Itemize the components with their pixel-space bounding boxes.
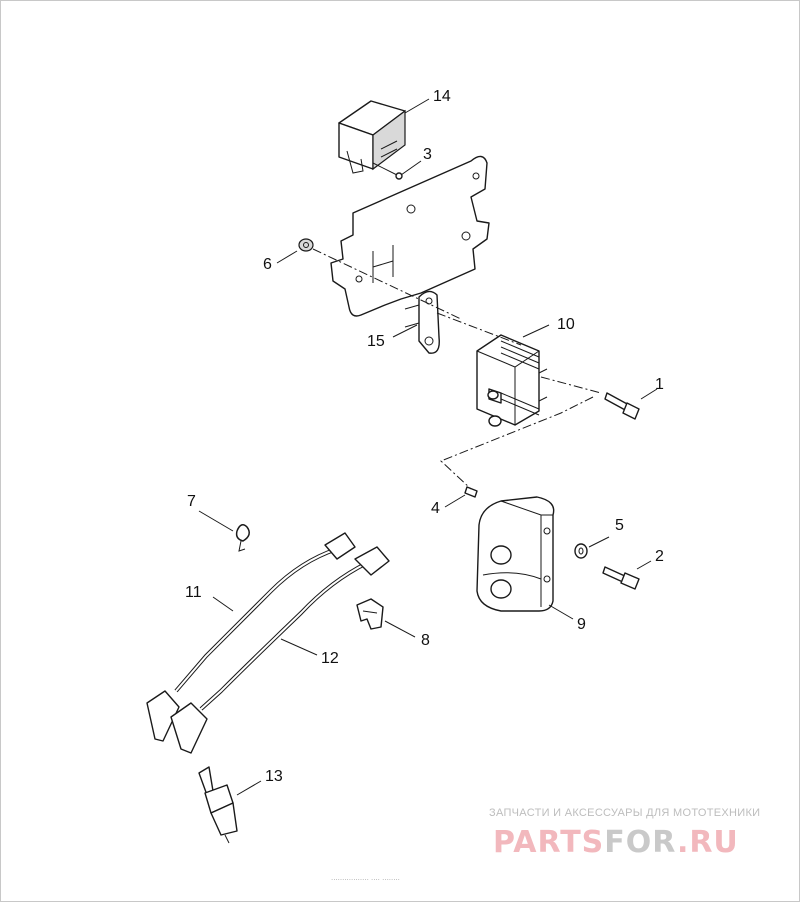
screw-3 (372, 162, 403, 180)
callout-11: 11 (185, 584, 202, 601)
callout-1: 1 (655, 376, 664, 393)
spark-plug-wires (146, 532, 390, 754)
screw-4 (464, 486, 478, 498)
bracket-15 (404, 290, 440, 354)
screw-1 (604, 392, 640, 420)
callout-3: 3 (423, 146, 432, 163)
callout-7: 7 (187, 493, 196, 510)
watermark-brand-part3: .RU (676, 825, 739, 860)
watermark-brand-part1: PARTS (493, 825, 605, 860)
spark-plug-13 (198, 766, 238, 844)
watermark-brand-part2: FOR (604, 825, 677, 860)
leader-lines (198, 98, 658, 796)
callout-6: 6 (263, 256, 272, 273)
nut-6 (298, 238, 314, 252)
footer-reference: ................. .... ........ (331, 873, 400, 882)
watermark-tagline: ЗАПЧАСТИ И АКСЕССУАРЫ ДЛЯ МОТОТЕХНИКИ (489, 807, 761, 819)
washer-5 (574, 543, 588, 559)
mounting-plate (330, 155, 490, 317)
callout-13: 13 (265, 768, 283, 785)
watermark-brand: PARTSFOR.RU (493, 825, 739, 860)
callout-2: 2 (655, 548, 664, 565)
callout-12: 12 (321, 650, 339, 667)
callout-9: 9 (577, 616, 586, 633)
callout-8: 8 (421, 632, 430, 649)
callout-4: 4 (431, 500, 440, 517)
callout-14: 14 (433, 88, 451, 105)
coil-cover-9 (476, 496, 555, 612)
ignition-module (338, 100, 406, 174)
clip-8 (356, 598, 384, 630)
clip-7 (235, 524, 250, 552)
callout-10: 10 (557, 316, 575, 333)
ignition-coil-10 (476, 334, 548, 427)
callout-15: 15 (367, 333, 385, 350)
callout-5: 5 (615, 517, 624, 534)
screw-2 (602, 566, 640, 590)
assembly-lines (312, 248, 602, 490)
